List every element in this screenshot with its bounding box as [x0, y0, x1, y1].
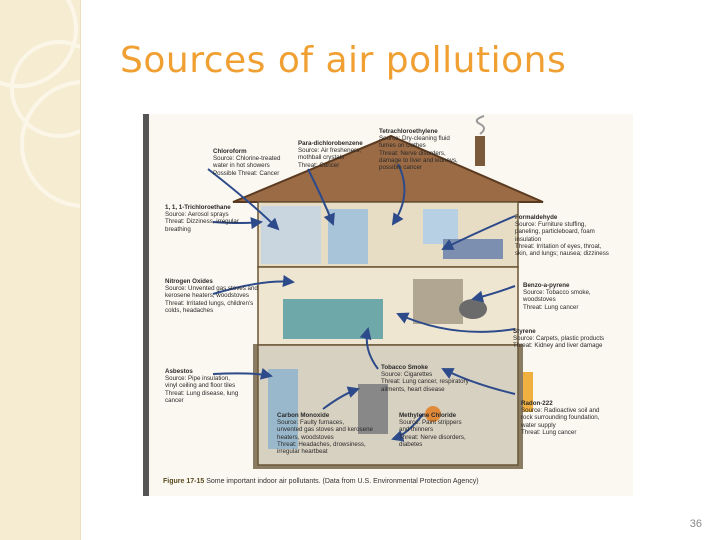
callout-line: Threat: Headaches, drowsiness, — [277, 441, 373, 448]
callout-line: Source: Paint strippers — [399, 419, 466, 426]
callout-trichloroethane: 1, 1, 1-Trichloroethane Source: Aerosol … — [165, 204, 239, 233]
callout-styrene: Styrene Source: Carpets, plastic product… — [513, 328, 604, 350]
callout-heading: Asbestos — [165, 368, 238, 375]
callout-nitrogen-oxides: Nitrogen Oxides Source: Unvented gas sto… — [165, 278, 258, 314]
callout-asbestos: Asbestos Source: Pipe insulation, vinyl … — [165, 368, 238, 404]
callout-heading: Para-dichlorobenzene — [298, 140, 363, 147]
callout-heading: Chloroform — [213, 148, 280, 155]
window — [423, 209, 458, 244]
callout-line: Threat: Lung cancer — [523, 304, 591, 311]
callout-line: diabetes — [399, 441, 466, 448]
callout-line: Source: Dry-cleaning fluid — [379, 135, 458, 142]
callout-line: water supply — [521, 422, 599, 429]
figure-caption: Figure 17-15 Some important indoor air p… — [163, 478, 479, 485]
callout-heading: Nitrogen Oxides — [165, 278, 258, 285]
callout-line: colds, headaches — [165, 307, 258, 314]
callout-line: breathing — [165, 226, 239, 233]
callout-line: Threat: Nerve disorders, — [379, 150, 458, 157]
callout-line: possible cancer — [379, 164, 458, 171]
callout-methylene-chloride: Methylene Chloride Source: Paint strippe… — [399, 412, 466, 448]
callout-line: Threat: Lung cancer — [521, 429, 599, 436]
callout-line: Source: Chlorine-treated — [213, 155, 280, 162]
callout-line: Threat: Irritated lungs, children's — [165, 300, 258, 307]
callout-line: vinyl ceiling and floor tiles — [165, 382, 238, 389]
callout-heading: Methylene Chloride — [399, 412, 466, 419]
callout-line: Threat: Nerve disorders, — [399, 434, 466, 441]
callout-paradichlorobenzene: Para-dichlorobenzene Source: Air freshen… — [298, 140, 363, 169]
callout-line: water in hot showers — [213, 162, 280, 169]
bathroom — [261, 206, 321, 264]
callout-heading: Tobacco Smoke — [381, 364, 469, 371]
callout-line: Source: Furniture stuffing, — [515, 221, 609, 228]
chimney — [475, 136, 485, 166]
callout-line: and thinners — [399, 426, 466, 433]
callout-line: Source: Tobacco smoke, — [523, 289, 591, 296]
callout-line: Threat: Irritation of eyes, throat, — [515, 243, 609, 250]
woodstove — [459, 299, 487, 319]
callout-line: ailments, heart disease — [381, 386, 469, 393]
slide-number: 36 — [690, 518, 702, 530]
caption-text: Some important indoor air pollutants. (D… — [206, 478, 478, 485]
callout-line: Source: Pipe insulation, — [165, 375, 238, 382]
callout-formaldehyde: Formaldehyde Source: Furniture stuffing,… — [515, 214, 609, 257]
callout-line: Threat: Dizziness, irregular — [165, 218, 239, 225]
callout-tobacco-smoke: Tobacco Smoke Source: Cigarettes Threat:… — [381, 364, 469, 393]
callout-chloroform: Chloroform Source: Chlorine-treated wate… — [213, 148, 280, 177]
slide-title: Sources of air pollutions — [120, 40, 566, 81]
window — [328, 209, 368, 264]
callout-line: Source: Unvented gas stoves and — [165, 285, 258, 292]
callout-line: Source: Carpets, plastic products — [513, 335, 604, 342]
indoor-pollutants-figure: Chloroform Source: Chlorine-treated wate… — [143, 114, 633, 496]
callout-line: Possible Threat: Cancer — [213, 170, 280, 177]
callout-heading: Carbon Monoxide — [277, 412, 373, 419]
callout-line: Threat: Lung disease, lung — [165, 390, 238, 397]
callout-line: Source: Faulty furnaces, — [277, 419, 373, 426]
callout-benzopyrene: Benzo-a-pyrene Source: Tobacco smoke, wo… — [523, 282, 591, 311]
callout-line: mothball crystals — [298, 154, 363, 161]
callout-line: fumes on clothes — [379, 142, 458, 149]
callout-line: rock surrounding foundation, — [521, 414, 599, 421]
callout-heading: Benzo-a-pyrene — [523, 282, 591, 289]
callout-heading: 1, 1, 1-Trichloroethane — [165, 204, 239, 211]
callout-line: Source: Aerosol sprays — [165, 211, 239, 218]
callout-line: heaters, woodstoves — [277, 434, 373, 441]
page-edge — [143, 114, 149, 496]
callout-line: Threat: Cancer — [298, 162, 363, 169]
callout-line: kerosene heaters, woodstoves — [165, 292, 258, 299]
callout-line: skin, and lungs; nausea; dizziness — [515, 250, 609, 257]
callout-line: Threat: Kidney and liver damage — [513, 342, 604, 349]
callout-line: Source: Air fresheners, — [298, 147, 363, 154]
callout-heading: Radon-222 — [521, 400, 599, 407]
callout-heading: Formaldehyde — [515, 214, 609, 221]
callout-line: unvented gas stoves and kerosene — [277, 426, 373, 433]
smoke — [477, 116, 484, 134]
callout-line: woodstoves — [523, 296, 591, 303]
callout-radon: Radon-222 Source: Radioactive soil and r… — [521, 400, 599, 436]
callout-line: paneling, particleboard, foam — [515, 228, 609, 235]
decorative-sidebar — [0, 0, 81, 540]
callout-line: cancer — [165, 397, 238, 404]
callout-heading: Tetrachloroethylene — [379, 128, 458, 135]
callout-carbon-monoxide: Carbon Monoxide Source: Faulty furnaces,… — [277, 412, 373, 455]
fireplace — [413, 279, 463, 324]
callout-line: damage to liver and kidneys, — [379, 157, 458, 164]
callout-line: insulation — [515, 236, 609, 243]
callout-tetrachloroethylene: Tetrachloroethylene Source: Dry-cleaning… — [379, 128, 458, 171]
bed — [443, 239, 503, 259]
callout-line: Source: Cigarettes — [381, 371, 469, 378]
callout-line: Source: Radioactive soil and — [521, 407, 599, 414]
callout-heading: Styrene — [513, 328, 604, 335]
callout-line: Threat: Lung cancer, respiratory — [381, 378, 469, 385]
callout-line: irregular heartbeat — [277, 448, 373, 455]
caption-label: Figure 17-15 — [163, 478, 204, 485]
